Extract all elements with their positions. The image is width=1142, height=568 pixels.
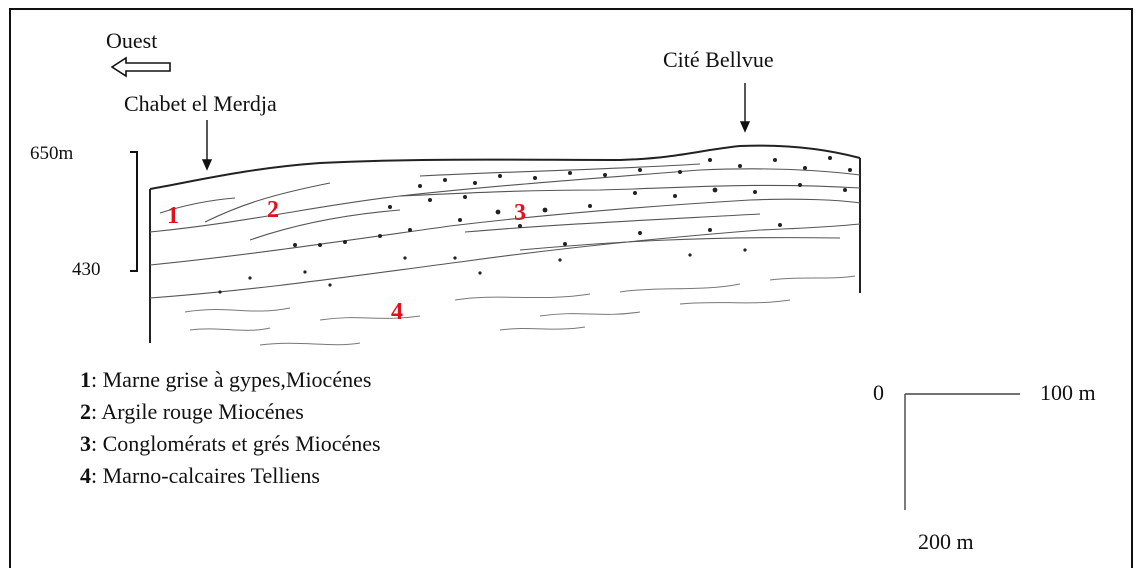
elevation-bottom-label: 430 (72, 259, 101, 281)
conglomerate-dots (218, 156, 852, 294)
unit-number-1: 1 (167, 203, 179, 230)
place-label-left: Chabet el Merdja (124, 91, 277, 117)
legend-text: : Marno-calcaires Telliens (91, 463, 320, 488)
scale-vertical-label: 200 m (918, 529, 974, 555)
legend-text: : Argile rouge Miocénes (91, 399, 304, 424)
section-outline (150, 146, 860, 343)
elevation-bracket (130, 152, 137, 271)
arrow-left-icon (112, 58, 170, 76)
layer-lines (150, 164, 860, 298)
unit-number-2: 2 (267, 197, 279, 224)
legend-item: 2: Argile rouge Miocénes (80, 399, 304, 425)
legend-number: 1 (80, 367, 91, 392)
legend-text: : Marne grise à gypes,Miocénes (91, 367, 371, 392)
direction-label: Ouest (106, 28, 157, 54)
scale-horizontal-label: 100 m (1040, 380, 1096, 406)
place-label-right: Cité Bellvue (663, 47, 774, 73)
legend-number: 4 (80, 463, 91, 488)
legend-number: 2 (80, 399, 91, 424)
legend-number: 3 (80, 431, 91, 456)
unit-number-4: 4 (391, 299, 403, 326)
legend-text: : Conglomérats et grés Miocénes (91, 431, 381, 456)
legend-item: 4: Marno-calcaires Telliens (80, 463, 320, 489)
elevation-top-label: 650m (30, 143, 73, 165)
unit-number-3: 3 (514, 200, 526, 227)
legend-item: 3: Conglomérats et grés Miocénes (80, 431, 381, 457)
lens-pattern (185, 276, 855, 345)
scale-origin-label: 0 (873, 380, 884, 406)
scale-bar (905, 394, 1020, 510)
legend-item: 1: Marne grise à gypes,Miocénes (80, 367, 371, 393)
